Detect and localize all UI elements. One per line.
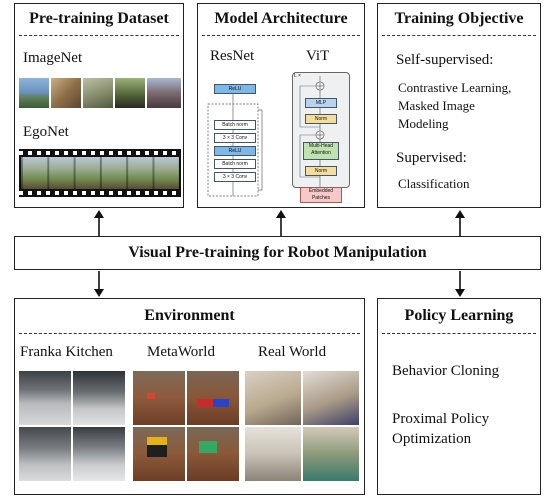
divider: [382, 35, 536, 36]
franka-kitchen-label: Franka Kitchen: [20, 344, 113, 360]
pretraining-dataset-panel: Pre-training Dataset ImageNet EgoNet: [14, 3, 184, 208]
supervised-item: Classification: [398, 176, 470, 191]
model-title: Model Architecture: [214, 10, 348, 27]
franka-image: [19, 427, 71, 481]
vit-block-norm: Norm: [305, 114, 337, 124]
metaworld-image: [187, 427, 239, 481]
imagenet-image: [115, 78, 145, 108]
vit-block-embedded-patches: Embedded Patches: [300, 187, 342, 203]
imagenet-label: ImageNet: [23, 50, 83, 66]
arrow-up-icon: [94, 210, 104, 236]
metaworld-image: [133, 371, 185, 425]
imagenet-image: [147, 78, 181, 108]
self-supervised-item: Masked Image: [398, 98, 475, 113]
policy-item: Proximal Policy: [392, 411, 490, 427]
resnet-block-relu: ReLU: [214, 84, 256, 94]
franka-image: [73, 427, 125, 481]
environment-panel: Environment Franka Kitchen MetaWorld Rea…: [14, 298, 365, 495]
resnet-block-batchnorm: Batch norm: [214, 159, 256, 169]
divider: [382, 333, 536, 334]
arrow-up-icon: [276, 210, 286, 236]
franka-image: [19, 371, 71, 425]
center-title: Visual Pre-training for Robot Manipulati…: [128, 244, 427, 261]
resnet-block-conv: 3 × 3 Conv: [214, 133, 256, 143]
policy-item: Optimization: [392, 431, 472, 447]
vit-repeat-label: L ×: [294, 73, 301, 79]
imagenet-image: [83, 78, 113, 108]
divider: [19, 35, 179, 36]
egonet-label: EgoNet: [23, 124, 69, 140]
resnet-label: ResNet: [210, 48, 255, 64]
self-supervised-label: Self-supervised:: [396, 52, 494, 68]
vit-label: ViT: [306, 48, 330, 64]
metaworld-label: MetaWorld: [147, 344, 215, 360]
resnet-block-relu: ReLU: [214, 146, 256, 156]
arrow-down-icon: [455, 271, 465, 297]
environment-title: Environment: [144, 307, 235, 324]
objective-title: Training Objective: [394, 10, 524, 27]
training-objective-panel: Training Objective Self-supervised: Cont…: [377, 3, 541, 208]
divider: [202, 35, 360, 36]
real-world-image: [245, 371, 301, 425]
arrow-up-icon: [455, 210, 465, 236]
egonet-filmstrip: [19, 149, 181, 197]
resnet-block-conv: 3 × 3 Conv: [214, 172, 256, 182]
vit-block-norm: Norm: [305, 166, 337, 176]
imagenet-thumbnails: [19, 78, 181, 108]
resnet-block-batchnorm: Batch norm: [214, 120, 256, 130]
policy-item: Behavior Cloning: [392, 363, 500, 379]
metaworld-image: [187, 371, 239, 425]
metaworld-image: [133, 427, 185, 481]
vit-block-mlp: MLP: [305, 98, 337, 108]
franka-image: [73, 371, 125, 425]
real-world-label: Real World: [258, 344, 327, 360]
visual-pretraining-box: Visual Pre-training for Robot Manipulati…: [14, 236, 541, 270]
divider: [19, 333, 360, 334]
vit-connectors: [299, 76, 325, 200]
imagenet-image: [51, 78, 81, 108]
model-architecture-panel: Model Architecture ResNet ViT ReLU Batch…: [197, 3, 365, 208]
self-supervised-item: Modeling: [398, 116, 449, 131]
imagenet-image: [19, 78, 49, 108]
arrow-down-icon: [94, 271, 104, 297]
real-world-image: [303, 371, 359, 425]
real-world-image: [245, 427, 301, 481]
pretraining-title: Pre-training Dataset: [29, 10, 169, 27]
real-world-image: [303, 427, 359, 481]
policy-title: Policy Learning: [404, 307, 514, 324]
supervised-label: Supervised:: [396, 150, 467, 166]
self-supervised-item: Contrastive Learning,: [398, 80, 512, 95]
policy-learning-panel: Policy Learning Behavior Cloning Proxima…: [377, 298, 541, 495]
vit-block-attention: Multi-Head Attention: [303, 142, 339, 160]
